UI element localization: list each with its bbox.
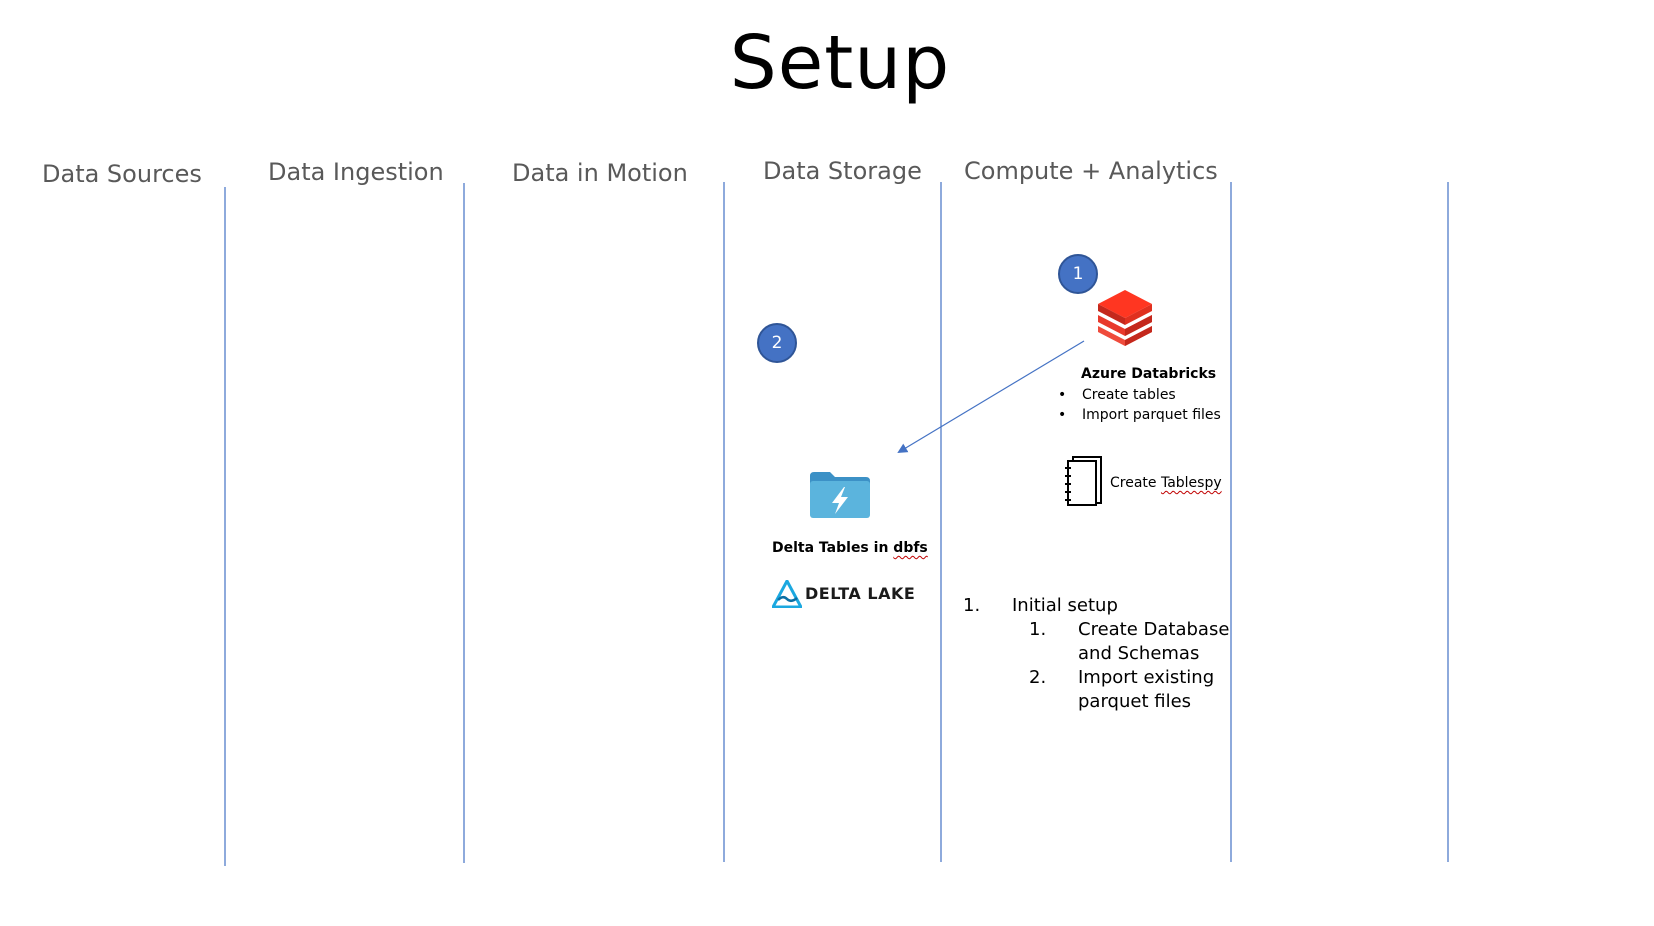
databricks-bullets: Create tables Import parquet files: [1058, 385, 1221, 425]
databricks-title: Azure Databricks: [1081, 366, 1217, 382]
lane-label-data-ingestion: Data Ingestion: [268, 158, 444, 186]
page-title: Setup: [729, 20, 951, 106]
lane-label-data-in-motion: Data in Motion: [512, 159, 688, 187]
delta-tables-label-prefix: Delta Tables in: [772, 540, 894, 556]
setup-step-main-text: Initial setup: [1012, 595, 1118, 616]
flow-arrow: [897, 340, 1085, 454]
notebook-icon: [1065, 456, 1102, 506]
notebook-label: Create Tablespy: [1110, 475, 1222, 491]
step-badge-1: 1: [1058, 254, 1098, 294]
notebook-label-filename: Tablespy: [1160, 475, 1222, 491]
databricks-bullet-import-parquet: Import parquet files: [1058, 405, 1221, 425]
delta-lake-logo-text: DELTA LAKE: [805, 584, 916, 603]
databricks-logo-icon: [1098, 290, 1152, 346]
setup-substep-1-line2: and Schemas: [1078, 643, 1200, 664]
setup-substep-1-cont: and Schemas: [963, 642, 1229, 666]
step-badge-2: 2: [757, 323, 797, 363]
delta-lake-logo-icon: [772, 580, 802, 608]
delta-tables-label: Delta Tables in dbfs: [772, 540, 928, 556]
setup-substep-2-line2: parquet files: [1078, 691, 1192, 712]
setup-substep-1-number: 1.: [1029, 619, 1047, 640]
setup-substep-2-cont: parquet files: [963, 690, 1229, 714]
setup-substep-2: 2. Import existing: [963, 666, 1229, 690]
setup-substep-1-line1: Create Database: [1078, 619, 1230, 640]
notebook-label-prefix: Create: [1110, 475, 1161, 491]
setup-steps-list: 1. Initial setup 1. Create Database and Sc…: [963, 594, 1229, 714]
databricks-bullet-create-tables: Create tables: [1058, 385, 1221, 405]
lane-label-compute-analytics: Compute + Analytics: [964, 157, 1218, 185]
delta-tables-label-dbfs: dbfs: [893, 540, 928, 556]
lane-label-data-storage: Data Storage: [763, 157, 922, 185]
setup-substep-2-line1: Import existing: [1078, 667, 1215, 688]
lane-label-data-sources: Data Sources: [42, 160, 202, 188]
setup-step-main-number: 1.: [963, 595, 981, 616]
setup-substep-2-number: 2.: [1029, 667, 1047, 688]
setup-step-main: 1. Initial setup: [963, 594, 1229, 618]
folder-lightning-icon: [810, 472, 870, 518]
setup-substep-1: 1. Create Database: [963, 618, 1229, 642]
